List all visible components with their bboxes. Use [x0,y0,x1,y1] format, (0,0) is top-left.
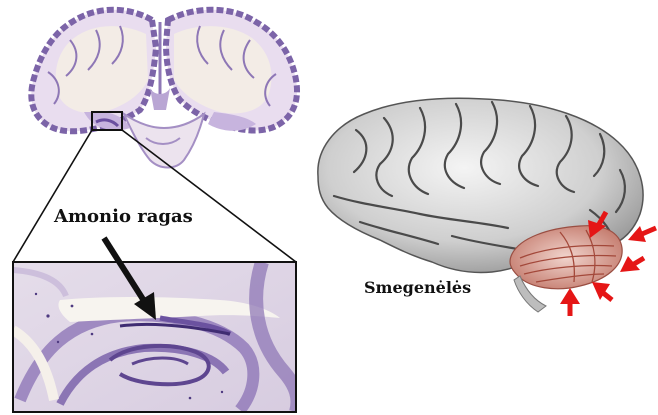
red-arrow-icon [592,282,612,300]
label-smegeneles: Smegenėlės [364,278,471,297]
coronal-brain-section [31,10,297,168]
red-arrow-icon [620,256,644,272]
label-amonio-ragas: Amonio ragas [54,206,193,227]
red-arrow-icon [560,288,580,316]
hippocampus-micrograph [13,238,298,412]
